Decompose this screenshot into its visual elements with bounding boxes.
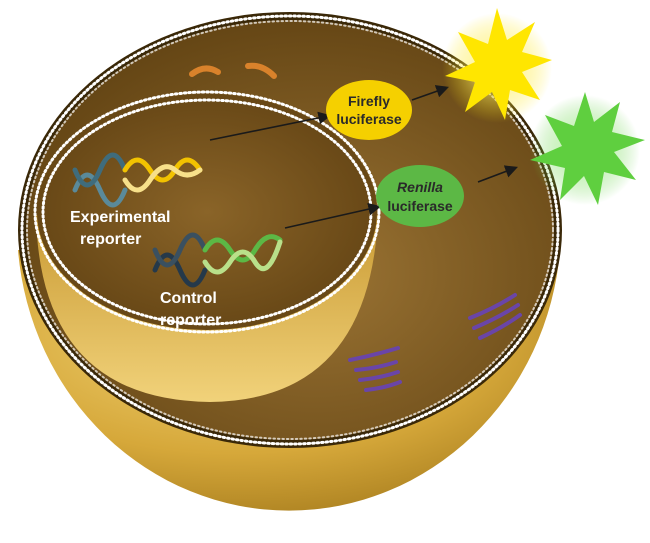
experimental-reporter-label-line1: Experimental (70, 209, 170, 226)
nucleus (37, 94, 377, 330)
renilla-label-line2: luciferase (387, 198, 453, 214)
experimental-reporter-label-line2: reporter (80, 231, 141, 248)
endoplasmic-reticulum-right (468, 293, 522, 340)
firefly-label-line2: luciferase (336, 111, 402, 127)
control-reporter-dna (152, 232, 283, 288)
firefly-label-line1: Firefly (348, 93, 390, 109)
endoplasmic-reticulum-left (348, 346, 402, 392)
green-light-burst-icon (530, 92, 645, 205)
renilla-label-line1: Renilla (397, 179, 443, 195)
firefly-luciferase (326, 80, 412, 140)
experimental-reporter-dna (72, 152, 203, 208)
mitochondria (189, 62, 277, 79)
renilla-luciferase (376, 165, 464, 227)
control-reporter-label-line1: Control (160, 290, 217, 307)
control-reporter-label-line2: reporter (160, 312, 221, 329)
arrows (209, 85, 518, 229)
yellow-light-burst-icon (445, 8, 552, 120)
